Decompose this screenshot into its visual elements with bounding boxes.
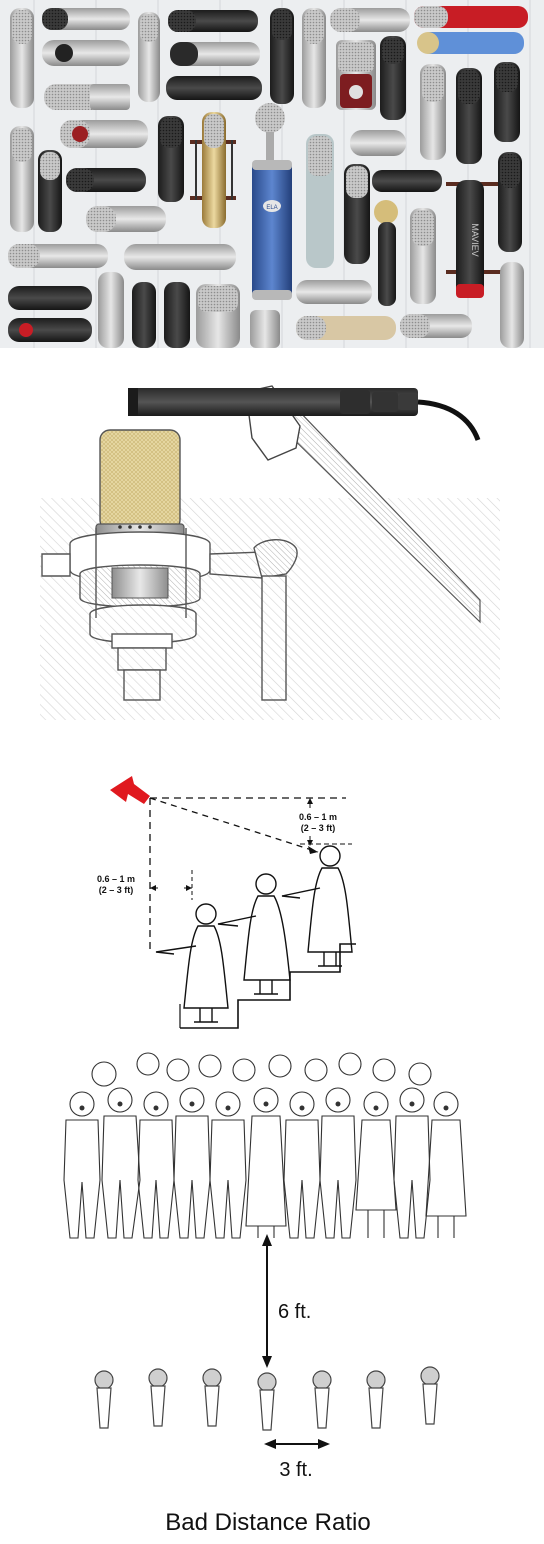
microphone <box>202 1368 222 1427</box>
microphone <box>257 1372 277 1431</box>
spacing-label: 3 ft. <box>279 1459 312 1481</box>
choir-placement-diagram: 0.6 – 1 m (2 – 3 ft) 0.6 – 1 m (2 – 3 ft… <box>0 760 544 1544</box>
top-distance-label-feet: (2 – 3 ft) <box>301 823 336 833</box>
shock-mount-diagram <box>0 348 544 760</box>
microphone <box>366 1370 386 1429</box>
distance-label: 6 ft. <box>278 1301 311 1323</box>
mic-badge-text: ELA <box>266 205 277 211</box>
singer-figure <box>155 903 229 1023</box>
singer-figure <box>217 873 291 995</box>
microphone <box>420 1366 440 1425</box>
mic-position-arrow <box>110 776 150 804</box>
microphone-collage-illustration: MAVIEV ELA <box>0 0 544 348</box>
choir-placement-illustration: 0.6 – 1 m (2 – 3 ft) 0.6 – 1 m (2 – 3 ft… <box>63 776 467 1536</box>
side-distance-label-feet: (2 – 3 ft) <box>99 885 134 895</box>
side-distance-label-meters: 0.6 – 1 m <box>97 874 135 884</box>
choir-group-sketch <box>63 1052 467 1239</box>
mic-side-text: MAVIEV <box>470 223 480 256</box>
singer-figure <box>281 845 353 967</box>
microphone <box>312 1370 332 1429</box>
microphone <box>94 1370 114 1429</box>
microphone <box>148 1368 168 1427</box>
top-distance-label-meters: 0.6 – 1 m <box>299 812 337 822</box>
microphone-row <box>94 1366 440 1431</box>
shock-mount-illustration <box>0 348 544 720</box>
diagram-caption: Bad Distance Ratio <box>165 1509 370 1536</box>
microphone-collage-image: MAVIEV ELA <box>0 0 544 348</box>
